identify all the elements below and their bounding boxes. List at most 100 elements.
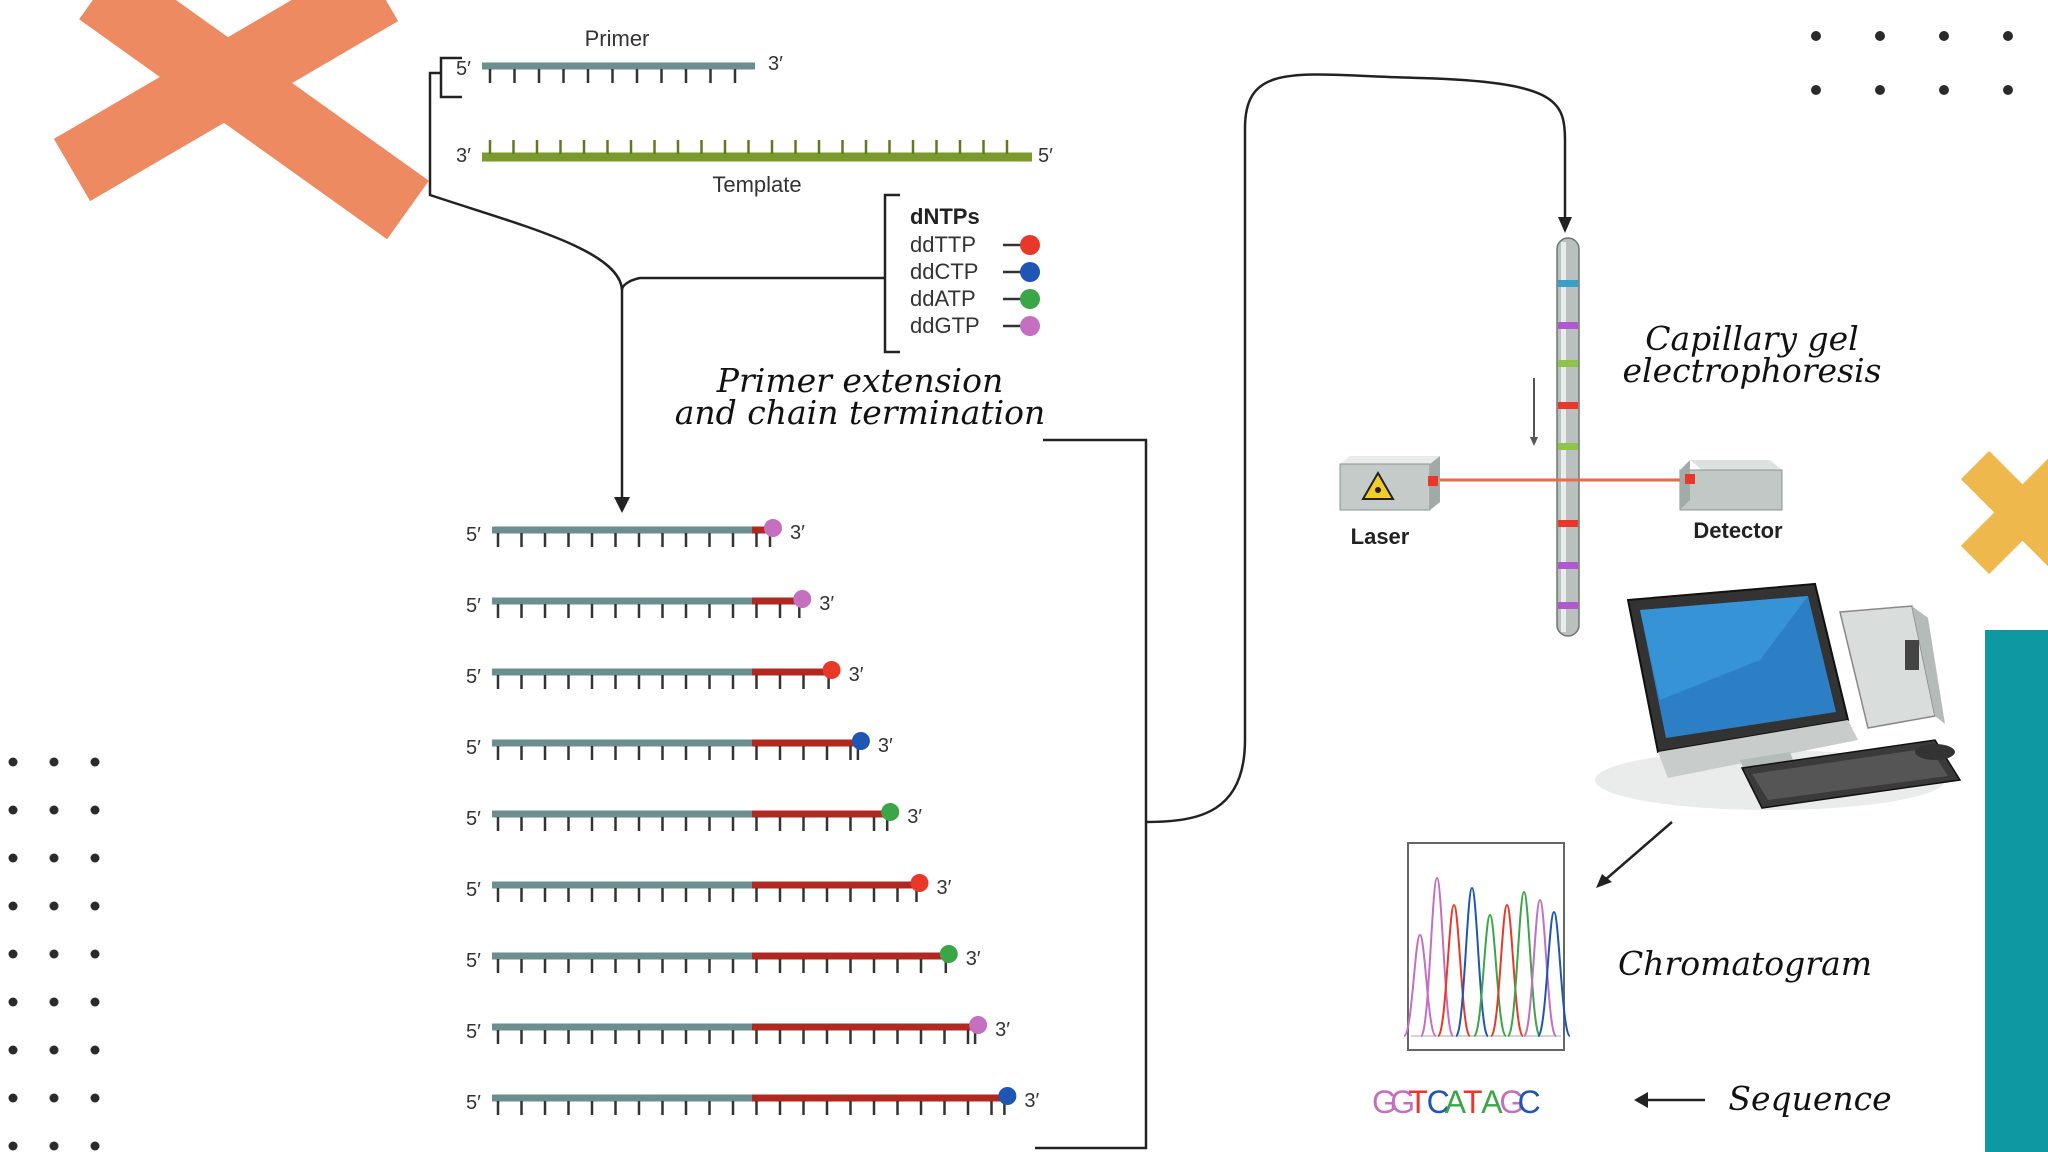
primer-five-label: 5′ [456, 58, 471, 80]
primer-three-label: 3′ [768, 53, 783, 75]
primer-ticks [488, 69, 737, 83]
decor-dot [1811, 85, 1821, 95]
migration-arrow-icon [1530, 437, 1538, 446]
decor-dot [90, 901, 100, 911]
capillary-band [1558, 562, 1578, 569]
capillary-band [1558, 402, 1578, 409]
fragment-three-label: 3′ [1024, 1090, 1039, 1112]
decor-dot [49, 1093, 59, 1103]
template-five-label: 5′ [1038, 145, 1053, 167]
laser-warning-icon [1361, 470, 1395, 500]
fragment-terminator-dot [764, 519, 782, 537]
fragment-row: 5′ 3′ [466, 803, 922, 831]
decor-dot [90, 757, 100, 767]
chromatogram-arrow-icon [1596, 874, 1612, 888]
chromatogram-peak [1490, 903, 1524, 1037]
decor-dot [49, 901, 59, 911]
dntp-item-dot [1020, 235, 1040, 255]
fragment-row: 5′3′ [466, 1016, 1010, 1044]
template-label: Template [712, 172, 801, 197]
decor-dot [49, 1045, 59, 1055]
template-ticks [488, 140, 1009, 154]
sequence-base: G [1372, 1084, 1397, 1120]
fragment-five-label: 5′ [466, 808, 481, 830]
decor-dot [49, 949, 59, 959]
decor-dot [49, 805, 59, 815]
detector-device [1679, 460, 1783, 511]
fragment-five-label: 5′ [466, 879, 481, 901]
chromatogram-peak [1403, 933, 1437, 1037]
capillary-arrow-icon [1558, 217, 1572, 233]
reaction-connector [428, 56, 900, 500]
dntp-item-label: ddTTP [910, 232, 976, 257]
chromatogram-peak [1537, 910, 1571, 1037]
dntp-item-label: ddATP [910, 286, 976, 311]
dntp-title: dNTPs [910, 204, 980, 229]
dntp-item-dot [1020, 289, 1040, 309]
laser-label: Laser [1351, 524, 1410, 549]
fragment-row: 5′3′ [466, 661, 864, 689]
fragment-terminator-dot [793, 590, 812, 608]
fragment-three-label: 3′ [849, 664, 864, 686]
decor-dot [8, 901, 18, 911]
fragment-five-label: 5′ [466, 1021, 481, 1043]
chromatogram-peak [1473, 913, 1507, 1037]
chromatogram-plot [1403, 842, 1571, 1051]
capillary-band [1558, 443, 1578, 450]
sequence-base: G [1390, 1084, 1415, 1120]
fragment-row: 5′ 3′ [466, 732, 893, 760]
decor-dot [90, 997, 100, 1007]
computer-icon [1595, 582, 1962, 810]
fragment-three-label: 3′ [966, 948, 981, 970]
sequence-base: G [1499, 1084, 1524, 1120]
fragment-terminator-dot [998, 1087, 1017, 1105]
fragment-three-label: 3′ [878, 735, 893, 757]
fragment-terminator-dot [881, 803, 900, 821]
fragment-five-label: 5′ [466, 524, 481, 546]
decor-dot [8, 949, 18, 959]
dntp-item-label: ddCTP [910, 259, 978, 284]
decor-dot [8, 757, 18, 767]
chromatogram-peak [1420, 876, 1454, 1037]
fragment-row: 5′3′ [466, 1087, 1040, 1115]
sequence-base: T [1463, 1084, 1483, 1120]
down-arrow-icon [614, 497, 630, 513]
decor-dot [1811, 31, 1821, 41]
sequence-base: C [1427, 1084, 1450, 1120]
decor-dot [8, 1093, 18, 1103]
decor-dot [90, 1093, 100, 1103]
decor-dot [1939, 85, 1949, 95]
fragment-three-label: 3′ [907, 806, 922, 828]
capillary-band [1558, 602, 1578, 609]
dntp-item-label: ddGTP [910, 313, 980, 338]
detector-label: Detector [1693, 518, 1783, 543]
fragment-five-label: 5′ [466, 737, 481, 759]
primer-strand: Primer 5′ 3′ [456, 26, 783, 83]
decor-dot [90, 805, 100, 815]
sequence-base: T [1408, 1084, 1428, 1120]
fragment-five-label: 5′ [466, 595, 481, 617]
primer-label: Primer [585, 26, 650, 51]
capillary-tube [1556, 237, 1580, 637]
decor-dot [2003, 85, 2013, 95]
decor-dot [8, 1141, 18, 1151]
fragment-terminator-dot [822, 661, 841, 679]
electrophoresis-label-line1: Capillary gel [1645, 319, 1859, 358]
fragments-to-capillary-connector [1035, 73, 1567, 1150]
fragment-row: 5′3′ [466, 590, 834, 618]
sequence-base: C [1518, 1084, 1541, 1120]
decor-dot [90, 853, 100, 863]
dntp-item-dot [1020, 262, 1040, 282]
decor-dot [49, 757, 59, 767]
capillary-band [1558, 360, 1578, 367]
fragment-five-label: 5′ [466, 950, 481, 972]
fragment-row: 5′3′ [466, 519, 805, 547]
terminated-fragments: 5′3′5′3′5′3′5′3′5′3′5′3′5′3′5′3′5′3′ [466, 519, 1040, 1115]
decor-dot [49, 997, 59, 1007]
decor-dot [49, 853, 59, 863]
fragment-row: 5′3′ [466, 874, 952, 902]
chromatogram-peak [1455, 886, 1489, 1037]
